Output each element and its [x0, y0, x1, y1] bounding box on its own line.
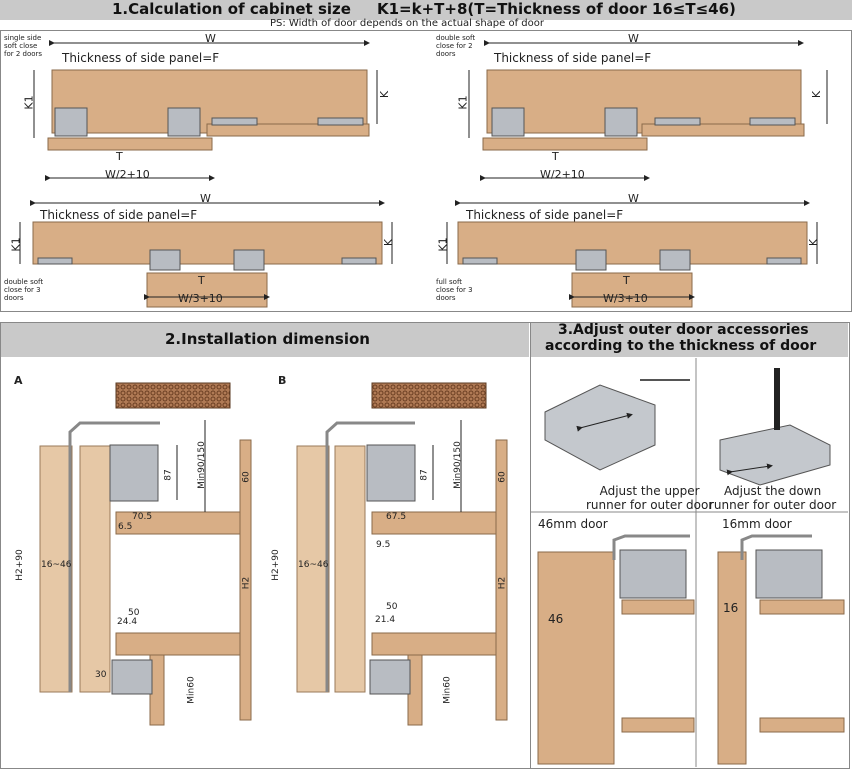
side-panel-label-4: Thickness of side panel=F: [466, 208, 624, 222]
a-24-4: 24.4: [117, 617, 138, 627]
label-b: B: [278, 374, 287, 387]
a-door-range: 16~46: [41, 560, 72, 570]
caption-upper-runner: Adjust the upper runner for outer door: [586, 484, 714, 512]
drawing-a: [39, 382, 252, 726]
drawing-b: [296, 382, 508, 726]
label-double-2: double soft close for 2 doors: [436, 34, 476, 58]
label-46mm-door: 46mm door: [538, 517, 608, 531]
label-a: A: [14, 374, 23, 387]
label-full-3: full soft close for 3 doors: [436, 278, 473, 302]
w-label-2: W: [628, 32, 639, 45]
b-door-range: 16~46: [298, 560, 329, 570]
b-9-5: 9.5: [376, 540, 391, 550]
section3-header-band: [531, 323, 848, 357]
t-label-1: T: [116, 150, 123, 163]
half-label-1: W/2+10: [105, 168, 150, 181]
section1-title: 1.Calculation of cabinet size: [112, 0, 351, 18]
diagram-full-3-doors: [446, 200, 818, 308]
w-label-4: W: [628, 192, 639, 205]
diagram-double-3-doors: [19, 200, 393, 308]
a-30: 30: [95, 670, 107, 680]
a-50: 50: [128, 608, 140, 618]
third-label-2: W/3+10: [603, 292, 648, 305]
section1-formula: K1=k+T+8(T=Thickness of door 16≤T≤46): [377, 0, 736, 18]
w-label-3: W: [200, 192, 211, 205]
b-50: 50: [386, 602, 398, 612]
section2-title: 2.Installation dimension: [165, 330, 370, 348]
label-single-side: single side soft close for 2 doors: [4, 34, 43, 58]
t-label-3: T: [198, 274, 205, 287]
section3-title-line1: 3.Adjust outer door accessories: [558, 322, 809, 338]
side-panel-label-2: Thickness of side panel=F: [494, 51, 652, 65]
t-label-4: T: [623, 274, 630, 287]
third-label-1: W/3+10: [178, 292, 223, 305]
caption-down-runner: Adjust the down runner for outer door: [709, 484, 837, 512]
diagram-double-2-doors: [468, 40, 828, 181]
section1-note: PS: Width of door depends on the actual …: [270, 18, 544, 29]
value-16: 16: [723, 601, 739, 615]
side-panel-label-1: Thickness of side panel=F: [62, 51, 220, 65]
section3-title-line2: according to the thickness of door: [545, 338, 817, 354]
a-70-5: 70.5: [132, 512, 153, 522]
side-panel-label-3: Thickness of side panel=F: [40, 208, 198, 222]
half-label-2: W/2+10: [540, 168, 585, 181]
section1-header-band: [0, 0, 852, 20]
b-67-5: 67.5: [386, 512, 407, 522]
label-double-3: double soft close for 3 doors: [4, 278, 44, 302]
section2-header-band: [1, 323, 529, 357]
value-46: 46: [548, 612, 564, 626]
t-label-2: T: [552, 150, 559, 163]
diagram-single-side-2-doors: [33, 40, 378, 181]
label-16mm-door: 16mm door: [722, 517, 792, 531]
a-6-5: 6.5: [118, 522, 133, 532]
w-label-1: W: [205, 32, 216, 45]
b-21-4: 21.4: [375, 615, 396, 625]
